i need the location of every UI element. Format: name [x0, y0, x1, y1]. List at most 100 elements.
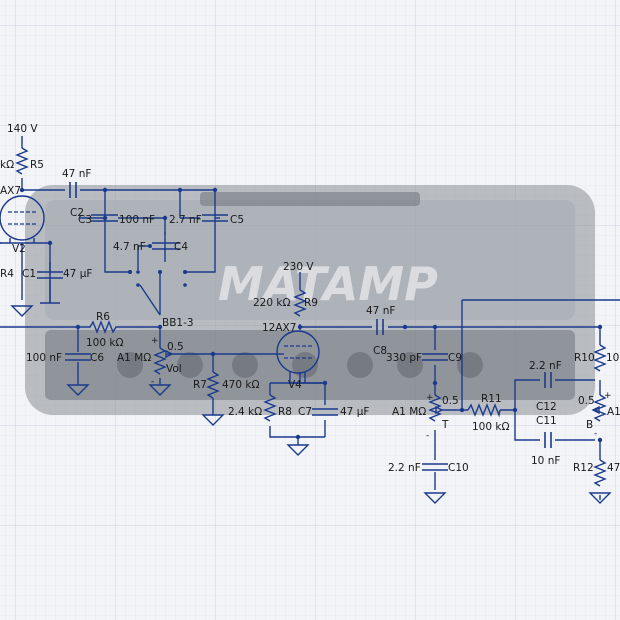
- label-r9-val: 220 kΩ: [253, 297, 290, 309]
- c4-capacitor: [152, 242, 180, 250]
- pot-markers: + - + - + -: [151, 336, 612, 441]
- label-c3: C3: [78, 214, 92, 226]
- r11-resistor: [467, 403, 501, 418]
- label-c12: C12: [536, 401, 557, 413]
- label-c1-val: 47 µF: [63, 268, 92, 280]
- label-bass-val: A1: [607, 406, 620, 418]
- label-c10: C10: [448, 462, 469, 474]
- amplifier-photo: MATAMP: [25, 185, 595, 415]
- svg-text:-: -: [594, 429, 597, 439]
- label-tone-val: A1 MΩ: [392, 406, 426, 418]
- c11-capacitor: [544, 432, 552, 448]
- r12-resistor: [593, 459, 607, 487]
- r8-resistor: [263, 394, 277, 422]
- label-c2: C2: [70, 207, 84, 219]
- bass-potentiometer: [593, 394, 607, 422]
- resistors: [0, 147, 607, 487]
- tone-potentiometer: [428, 394, 442, 422]
- junction-nodes: [19, 187, 603, 443]
- label-c9: C9: [448, 352, 462, 364]
- label-r10-val: 10: [606, 352, 619, 364]
- r6-resistor: [78, 320, 128, 334]
- label-c3-val: 100 nF: [119, 214, 155, 226]
- c6-capacitor: [65, 353, 91, 361]
- bright-switch: [136, 270, 187, 287]
- label-r8-val: 2.4 kΩ: [228, 406, 262, 418]
- component-labels: 140 V kΩ R5 AX7 V2 47 nF C2 C3 100 nF 2.…: [0, 123, 620, 474]
- label-c9-val: 330 pF: [386, 352, 422, 364]
- c10-capacitor: [422, 463, 448, 471]
- c7-capacitor: [312, 408, 338, 416]
- label-c8: C8: [373, 345, 387, 357]
- label-r6: R6: [96, 311, 110, 323]
- label-r10: R10: [574, 352, 595, 364]
- label-v230: 230 V: [283, 261, 314, 273]
- label-r7: R7: [193, 379, 207, 391]
- ground-symbols: [10, 302, 612, 504]
- label-c8-val: 47 nF: [366, 305, 395, 317]
- label-c4-val: 4.7 nF: [113, 241, 146, 253]
- label-r5-val: kΩ: [0, 159, 14, 171]
- label-v4-tube: 12AX7: [262, 322, 296, 334]
- capacitors: [37, 182, 552, 471]
- label-tone: T: [441, 419, 449, 431]
- label-r12: R12: [573, 462, 594, 474]
- c1-capacitor: [37, 271, 63, 279]
- label-r7-val: 470 kΩ: [222, 379, 259, 391]
- label-vol-pos: 0.5: [167, 341, 184, 353]
- vol-potentiometer: [153, 347, 167, 375]
- label-vol-val: A1 MΩ: [117, 352, 151, 364]
- label-r5: R5: [30, 159, 44, 171]
- svg-text:-: -: [426, 431, 429, 441]
- label-c12-val: 2.2 nF: [529, 360, 562, 372]
- label-tone-pos: 0.5: [442, 395, 459, 407]
- label-c10-val: 2.2 nF: [388, 462, 421, 474]
- c12-capacitor: [544, 372, 552, 388]
- label-v4: V4: [288, 379, 302, 391]
- c8-capacitor: [376, 319, 384, 335]
- brand-text: MATAMP: [218, 257, 438, 311]
- label-vol: Vol: [166, 363, 182, 375]
- label-v2: V2: [12, 243, 26, 255]
- svg-text:+: +: [426, 393, 434, 403]
- label-r8: R8: [278, 406, 292, 418]
- label-c11: C11: [536, 415, 557, 427]
- label-r6-val: 100 kΩ: [86, 337, 123, 349]
- label-c7-val: 47 µF: [340, 406, 369, 418]
- tube-v2: [0, 195, 45, 243]
- label-r11-val: 100 kΩ: [472, 421, 509, 433]
- label-r4: R4: [0, 268, 14, 280]
- c5-capacitor: [202, 214, 228, 222]
- label-c2-val: 47 nF: [62, 168, 91, 180]
- label-c1: C1: [22, 268, 36, 280]
- tube-v4: [276, 330, 320, 383]
- svg-text:+: +: [604, 391, 612, 401]
- label-bb: BB1-3: [162, 317, 194, 329]
- r5-resistor: [15, 147, 29, 175]
- label-v2-tube: AX7: [0, 185, 21, 197]
- c3-capacitor: [91, 214, 118, 222]
- r10-resistor: [593, 344, 607, 372]
- wiper-arrows: [165, 349, 600, 415]
- r9-resistor: [293, 289, 307, 317]
- svg-text:+: +: [151, 336, 159, 346]
- label-c11-val: 10 nF: [531, 455, 560, 467]
- label-c5: C5: [230, 214, 244, 226]
- label-c6: C6: [90, 352, 104, 364]
- label-c5-val: 2.7 nF: [169, 214, 202, 226]
- svg-text:-: -: [151, 377, 154, 387]
- label-c4: C4: [174, 241, 188, 253]
- label-r12-val: 47: [607, 462, 620, 474]
- label-bass-pos: 0.5: [578, 395, 595, 407]
- label-v140: 140 V: [7, 123, 38, 135]
- c9-capacitor: [422, 353, 448, 361]
- label-c7: C7: [298, 406, 312, 418]
- label-r9: R9: [304, 297, 318, 309]
- r7-resistor: [206, 371, 220, 399]
- label-bass: B: [586, 419, 593, 431]
- label-c6-val: 100 nF: [26, 352, 62, 364]
- label-r11: R11: [481, 393, 502, 405]
- c2-capacitor: [69, 182, 77, 198]
